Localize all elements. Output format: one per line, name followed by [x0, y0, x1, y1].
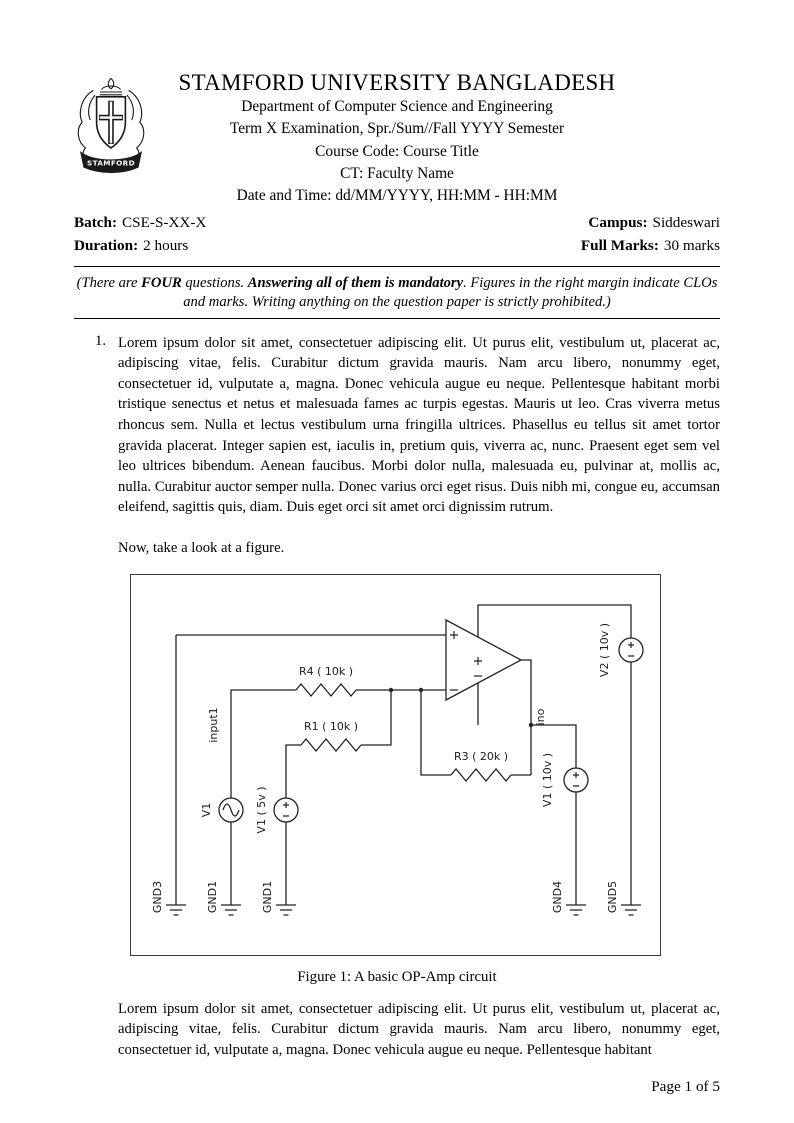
- duration-field: Duration:2 hours: [74, 235, 188, 258]
- question-number: 1.: [95, 332, 107, 349]
- campus-field: Campus:Siddeswari: [588, 212, 720, 235]
- label-v1-ac: V1: [200, 802, 213, 817]
- instructions-part3: . Figures in the right margin indicate C…: [183, 275, 718, 311]
- continuation-paragraph: Lorem ipsum dolor sit amet, consectetuer…: [118, 1000, 720, 1058]
- label-r4: R4 ( 10k ): [299, 665, 353, 678]
- date-time-line: Date and Time: dd/MM/YYYY, HH:MM - HH:MM: [236, 187, 558, 205]
- label-v1-10v: V1 ( 10v ): [541, 753, 554, 807]
- source-v1-10v: [563, 766, 589, 793]
- opamp-plus-input-mark: [450, 630, 458, 639]
- meta-row-2: Duration:2 hours Full Marks:30 marks: [74, 235, 720, 258]
- divider-top: [74, 266, 720, 268]
- ground-gnd4-symbol: [566, 903, 586, 916]
- crest-torse: [99, 91, 123, 96]
- label-gnd5: GND5: [606, 880, 619, 912]
- v2-polarity-marks: [628, 641, 634, 657]
- page-number: Page 1 of 5: [651, 1078, 720, 1095]
- crest-banner-text: STAMFORD: [87, 159, 135, 168]
- ground-gnd5-symbol: [621, 903, 641, 916]
- wire-vplus-power: [477, 603, 632, 638]
- crest-torse-arc: [100, 85, 122, 90]
- opamp-circuit-diagram: R4 ( 10k ) R1 ( 10k ) R3 ( 20k ) input1 …: [151, 603, 644, 916]
- campus-value: Siddeswari: [652, 214, 721, 232]
- exam-term-line: Term X Examination, Spr./Sum//Fall YYYY …: [229, 120, 565, 138]
- batch-field: Batch:CSE-S-XX-X: [74, 212, 206, 235]
- question-1: 1. Lorem ipsum dolor sit amet, consectet…: [74, 333, 720, 518]
- course-line: Course Code: Course Title: [315, 142, 479, 160]
- crest-cross-inner: [99, 101, 123, 144]
- batch-value: CSE-S-XX-X: [122, 214, 207, 232]
- duration-value: 2 hours: [143, 236, 189, 254]
- resistor-r3: [450, 767, 512, 782]
- v1-5v-polarity-marks: [283, 801, 289, 817]
- figure-intro-text: Now, take a look at a figure.: [118, 540, 285, 557]
- label-v2-10v: V2 ( 10v ): [598, 623, 611, 677]
- ground-gnd1b-symbol: [276, 903, 296, 916]
- junction-dot: [418, 687, 424, 692]
- course-teacher-line: CT: Faculty Name: [340, 164, 454, 182]
- resistor-r4: [295, 682, 357, 697]
- wire-r1-riser: [361, 689, 392, 746]
- exam-meta: Batch:CSE-S-XX-X Campus:Siddeswari Durat…: [74, 212, 720, 257]
- label-r3: R3 ( 20k ): [454, 750, 508, 763]
- crest-scroll-left: [88, 94, 96, 121]
- instructions-part2: questions.: [181, 275, 248, 292]
- sine-icon: [222, 802, 240, 817]
- source-v1-5v: [273, 796, 299, 823]
- crest-finial: [107, 77, 115, 90]
- instructions-part1: (There are: [76, 275, 142, 292]
- instructions-bold-four: FOUR: [141, 275, 182, 292]
- figure-1-frame: R4 ( 10k ) R1 ( 10k ) R3 ( 20k ) input1 …: [130, 573, 661, 956]
- label-gnd3: GND3: [151, 880, 164, 912]
- instructions-bold-mandatory: Answering all of them is mandatory: [247, 275, 464, 292]
- label-gnd4: GND4: [551, 880, 564, 912]
- opamp-vplus-mark: [474, 656, 482, 665]
- wire-output: [521, 658, 532, 775]
- exam-header: STAMFORD UNIVERSITY BANGLADESH Departmen…: [74, 0, 720, 207]
- university-crest-logo: STAMFORD: [77, 77, 145, 173]
- label-gnd1-a: GND1: [206, 880, 219, 912]
- exam-instructions: (There are FOUR questions. Answering all…: [76, 274, 718, 311]
- university-name: STAMFORD UNIVERSITY BANGLADESH: [178, 70, 616, 95]
- label-gnd1-b: GND1: [261, 880, 274, 912]
- department-line: Department of Computer Science and Engin…: [241, 98, 553, 115]
- source-v2-10v: [618, 636, 644, 663]
- wire-v1ac-to-r4: [230, 688, 296, 798]
- batch-label: Batch:: [74, 214, 118, 232]
- wire-feedback-left: [420, 689, 451, 776]
- figure-caption: Figure 1: A basic OP-Amp circuit: [297, 968, 497, 985]
- divider-bottom: [74, 317, 720, 319]
- crest-banner: [79, 150, 143, 173]
- label-v1-5v: V1 ( 5v ): [255, 786, 268, 833]
- label-input1: input1: [207, 707, 220, 742]
- meta-row-1: Batch:CSE-S-XX-X Campus:Siddeswari: [74, 212, 720, 235]
- duration-label: Duration:: [74, 236, 139, 254]
- resistor-r1: [300, 737, 362, 752]
- label-r1: R1 ( 10k ): [304, 720, 358, 733]
- wire-v1-10v-top: [531, 723, 577, 768]
- full-marks-field: Full Marks:30 marks: [581, 235, 720, 258]
- full-marks-label: Full Marks:: [580, 236, 659, 254]
- wire-v1-5v-to-r1: [285, 743, 301, 798]
- ground-gnd3-symbol: [166, 903, 186, 916]
- junction-dot: [528, 722, 534, 727]
- label-ino: ino: [534, 708, 547, 725]
- full-marks-value: 30 marks: [663, 236, 720, 254]
- ground-gnd1a-symbol: [221, 903, 241, 916]
- crest-scroll-right: [126, 94, 134, 121]
- question-text: Lorem ipsum dolor sit amet, consectetuer…: [118, 334, 720, 516]
- opamp-symbol: [445, 618, 523, 701]
- v1-10v-polarity-marks: [573, 771, 579, 787]
- campus-label: Campus:: [588, 214, 648, 232]
- junction-dot: [388, 687, 394, 692]
